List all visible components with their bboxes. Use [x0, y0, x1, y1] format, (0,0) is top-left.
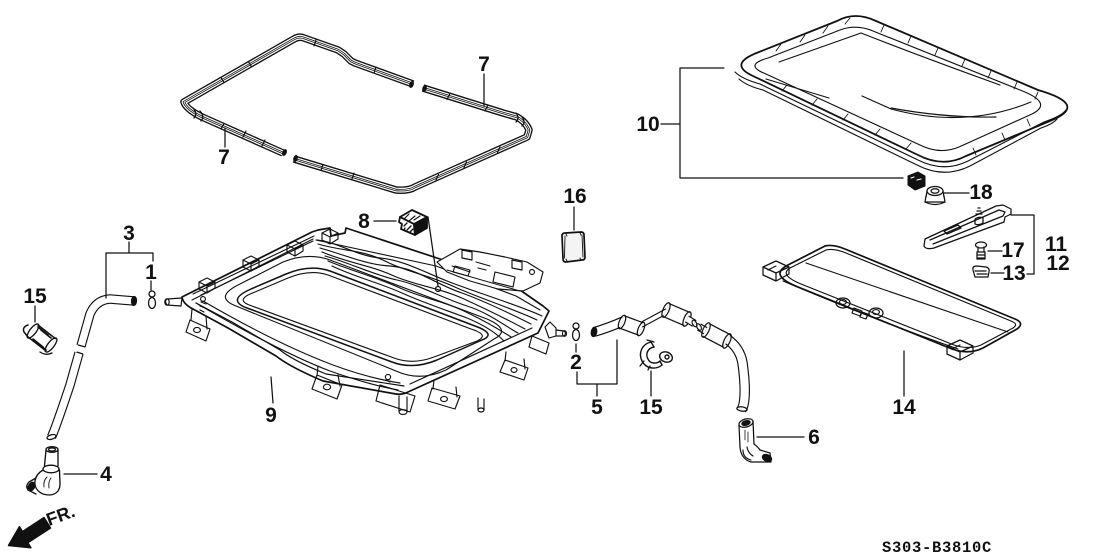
svg-text:10: 10 — [636, 113, 659, 136]
svg-text:7: 7 — [478, 53, 490, 76]
svg-text:15: 15 — [23, 285, 47, 308]
svg-text:3: 3 — [123, 222, 135, 245]
svg-text:1: 1 — [145, 261, 157, 284]
svg-text:9: 9 — [265, 404, 277, 427]
svg-text:6: 6 — [808, 426, 820, 449]
svg-text:FR.: FR. — [44, 501, 78, 530]
svg-text:5: 5 — [591, 396, 603, 419]
svg-text:7: 7 — [218, 146, 230, 169]
svg-text:14: 14 — [892, 396, 916, 419]
svg-text:8: 8 — [358, 210, 370, 233]
svg-text:2: 2 — [570, 351, 582, 374]
svg-text:S303-B3810C: S303-B3810C — [882, 539, 992, 554]
svg-text:18: 18 — [969, 181, 993, 204]
svg-text:13: 13 — [1002, 262, 1025, 285]
svg-text:12: 12 — [1046, 252, 1069, 275]
svg-text:15: 15 — [639, 396, 663, 419]
svg-text:16: 16 — [563, 185, 586, 208]
svg-text:4: 4 — [100, 463, 112, 486]
svg-text:11: 11 — [1045, 233, 1068, 256]
svg-text:17: 17 — [1001, 239, 1024, 262]
